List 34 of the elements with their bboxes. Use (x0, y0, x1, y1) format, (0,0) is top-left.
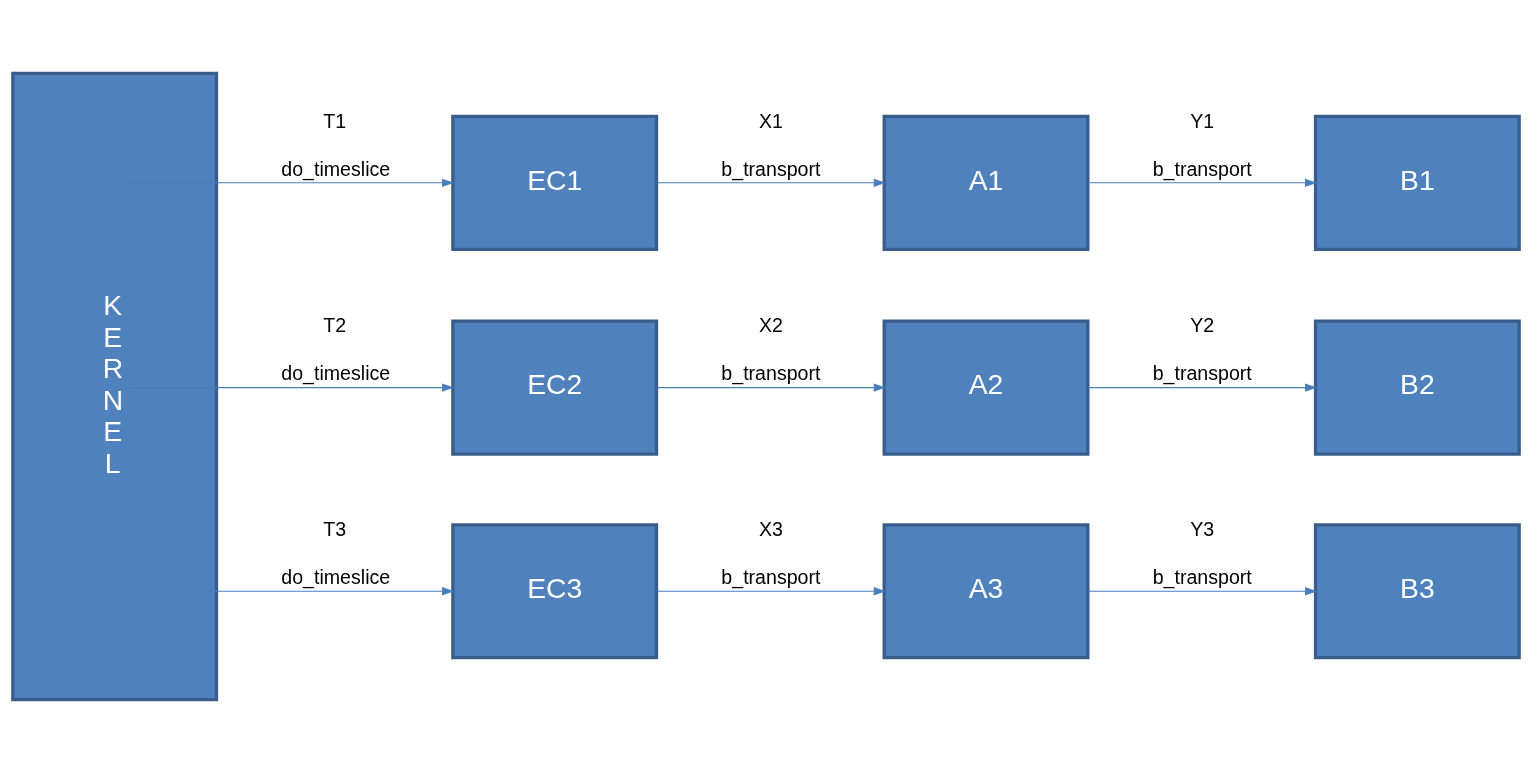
node-box: A3 (882, 523, 1090, 660)
arrow (656, 587, 886, 596)
node-box: B3 (1313, 523, 1521, 660)
arrow (1087, 587, 1318, 596)
node-box: B1 (1313, 114, 1521, 251)
arrow (656, 178, 886, 187)
label: do_timeslice (281, 157, 391, 180)
node-box: B2 (1313, 319, 1521, 456)
arrow (1087, 383, 1318, 392)
label: b_transport (721, 362, 821, 385)
edge-label: Y3 (1190, 518, 1215, 541)
edge-label: T2 (323, 314, 347, 337)
node-box: A2 (882, 319, 1090, 456)
edge-label: X1 (758, 109, 783, 132)
edge-label: T1 (323, 109, 347, 132)
node-box: K E R N E L (11, 71, 219, 702)
label: b_transport (1152, 362, 1252, 385)
arrow (656, 383, 886, 392)
label: b_transport (721, 566, 821, 589)
edge-label: T3 (323, 518, 347, 541)
edge-label: Y2 (1190, 314, 1215, 337)
label: b_transport (1152, 157, 1252, 180)
label: do_timeslice (281, 566, 391, 589)
label: b_transport (721, 157, 821, 180)
node-box: EC1 (451, 114, 659, 251)
edge-label: Y1 (1190, 109, 1215, 132)
label: b_transport (1152, 566, 1252, 589)
node-box: EC3 (451, 523, 659, 660)
node-box: EC2 (451, 319, 659, 456)
node-box: A1 (882, 114, 1090, 251)
arrow (1087, 178, 1318, 187)
edge-label: X2 (758, 314, 783, 337)
edge-label: X3 (758, 518, 783, 541)
label: do_timeslice (281, 362, 391, 385)
